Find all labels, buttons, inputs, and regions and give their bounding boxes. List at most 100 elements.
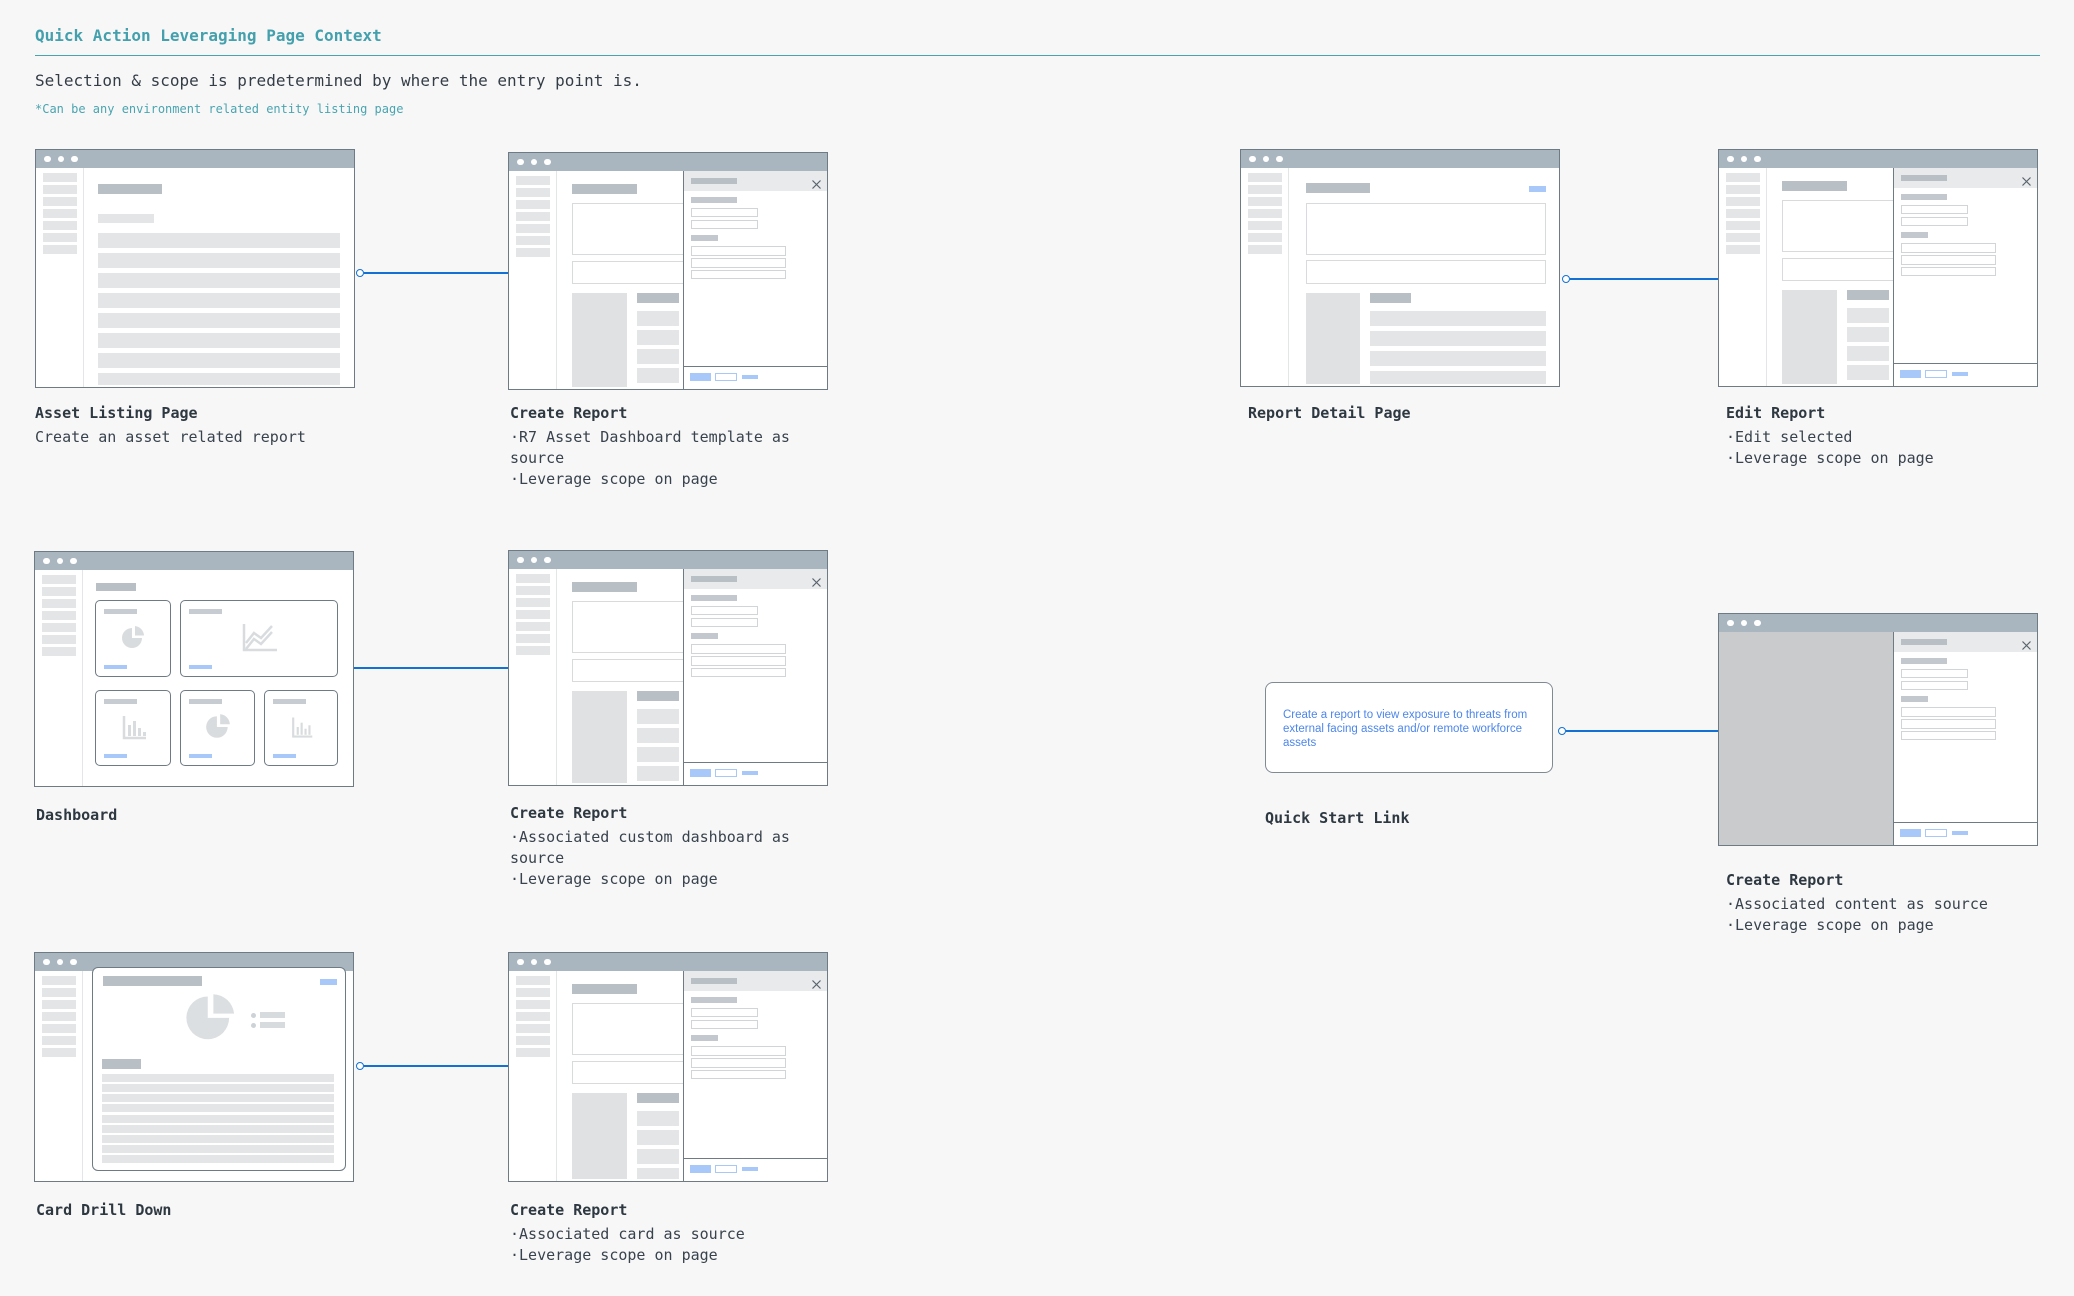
window-control-dot <box>1249 155 1256 163</box>
placeholder-bar <box>1847 308 1889 323</box>
placeholder-bar <box>98 373 340 385</box>
caption-line: Create an asset related report <box>35 428 306 446</box>
link-placeholder <box>742 771 758 775</box>
placeholder-bar <box>516 236 550 245</box>
caption-title: Create Report <box>510 404 628 422</box>
content-box-placeholder <box>1782 200 1898 252</box>
window-control-dot <box>56 557 63 565</box>
placeholder-bar <box>98 333 340 348</box>
table-row-placeholders <box>102 1074 334 1163</box>
sidebar-nav-placeholder <box>1726 173 1760 254</box>
placeholder-bar <box>1248 233 1282 242</box>
modal-header <box>684 171 827 191</box>
caption-title: Card Drill Down <box>36 1201 172 1219</box>
placeholder-bar <box>98 293 340 308</box>
placeholder-bar <box>516 1024 550 1033</box>
placeholder-bar <box>43 209 77 218</box>
primary-button-placeholder <box>690 769 711 777</box>
window-control-dot <box>70 557 77 565</box>
placeholder-bar <box>1248 221 1282 230</box>
flow-arrow <box>1562 274 1731 284</box>
wireframe-edit-report <box>1718 149 2038 387</box>
secondary-button-placeholder <box>1925 829 1947 837</box>
text-input-placeholder <box>691 258 786 268</box>
wireframe-create-report-from-listing <box>508 152 828 390</box>
card-link-placeholder <box>104 754 127 758</box>
caption-edit-report: Edit Report ·Edit selected ·Leverage sco… <box>1726 403 2056 469</box>
bar-chart-icon <box>265 699 337 755</box>
table-row-placeholders <box>98 233 340 385</box>
quick-start-link-text[interactable]: Create a report to view exposure to thre… <box>1283 709 1528 749</box>
caption-create-report-2: Create Report ·Associated custom dashboa… <box>510 803 802 890</box>
page-title-placeholder <box>1782 181 1847 191</box>
window-control-dot <box>56 958 63 966</box>
row-placeholders <box>637 709 679 783</box>
placeholder-bar <box>42 599 76 608</box>
sidebar-nav-placeholder <box>516 176 550 257</box>
close-icon <box>811 975 822 989</box>
caption-title: Quick Start Link <box>1265 809 1410 827</box>
field-label-placeholder <box>691 235 718 241</box>
placeholder-bar <box>637 1130 679 1145</box>
placeholder-bar <box>516 248 550 257</box>
placeholder-bar <box>102 1084 334 1093</box>
card-title-placeholder <box>104 609 137 614</box>
card-title-placeholder <box>189 699 222 704</box>
arrow-line <box>364 272 517 274</box>
sidebar-divider <box>1766 168 1767 386</box>
placeholder-bar <box>43 233 77 242</box>
text-input-placeholder <box>691 644 786 654</box>
window-title-bar <box>35 953 353 971</box>
field-label-placeholder <box>691 197 737 203</box>
text-input-placeholder <box>691 1069 786 1079</box>
link-placeholder <box>742 1167 758 1171</box>
sidebar-nav-placeholder <box>42 575 76 656</box>
placeholder-bar <box>1370 331 1546 346</box>
window-control-dot <box>1727 155 1734 163</box>
window-control-dot <box>517 958 524 966</box>
text-input-placeholder <box>1901 205 1968 214</box>
placeholder-bar <box>637 1111 679 1126</box>
primary-button-placeholder <box>1900 829 1921 837</box>
placeholder-bar <box>1726 245 1760 254</box>
modal-header <box>1894 632 2037 652</box>
window-control-dot <box>530 958 537 966</box>
placeholder-bar <box>102 1134 334 1143</box>
card-title-placeholder <box>103 976 202 986</box>
section-title-placeholder <box>637 691 679 701</box>
secondary-button-placeholder <box>715 373 737 381</box>
window-control-dot <box>71 155 78 163</box>
field-label-placeholder <box>1901 658 1947 664</box>
placeholder-bar <box>1847 365 1889 380</box>
placeholder-bar <box>1847 327 1889 342</box>
placeholder-bar <box>42 575 76 584</box>
placeholder-bar <box>1726 197 1760 206</box>
caption-title: Edit Report <box>1726 404 1826 422</box>
flow-arrow <box>354 663 523 673</box>
page-title-placeholder <box>98 184 162 194</box>
placeholder-bar <box>1370 351 1546 366</box>
content-box-placeholder <box>572 1003 688 1055</box>
arrow-origin-dot <box>1562 275 1570 283</box>
placeholder-bar <box>102 1144 334 1153</box>
row-placeholders <box>1370 311 1546 384</box>
placeholder-bar <box>637 311 679 326</box>
quick-start-link-box: Create a report to view exposure to thre… <box>1265 682 1553 773</box>
field-label-placeholder <box>691 1035 718 1041</box>
dashboard-card <box>180 690 255 766</box>
window-control-dot <box>544 158 551 166</box>
placeholder-bar <box>98 273 340 288</box>
content-box-placeholder <box>1306 203 1546 255</box>
caption-bullet: ·Leverage scope on page <box>510 470 718 488</box>
placeholder-bar <box>1248 185 1282 194</box>
placeholder-bar <box>637 709 679 724</box>
field-label-placeholder <box>1901 194 1947 200</box>
chart-area-placeholder <box>572 1093 627 1179</box>
caption-quick-start-link: Quick Start Link <box>1265 808 1585 832</box>
modal-title-placeholder <box>691 978 737 984</box>
caption-title: Report Detail Page <box>1248 404 1411 422</box>
field-label-placeholder <box>691 633 718 639</box>
content-box-placeholder <box>572 659 688 682</box>
placeholder-bar <box>516 634 550 643</box>
card-link-placeholder <box>104 665 127 669</box>
